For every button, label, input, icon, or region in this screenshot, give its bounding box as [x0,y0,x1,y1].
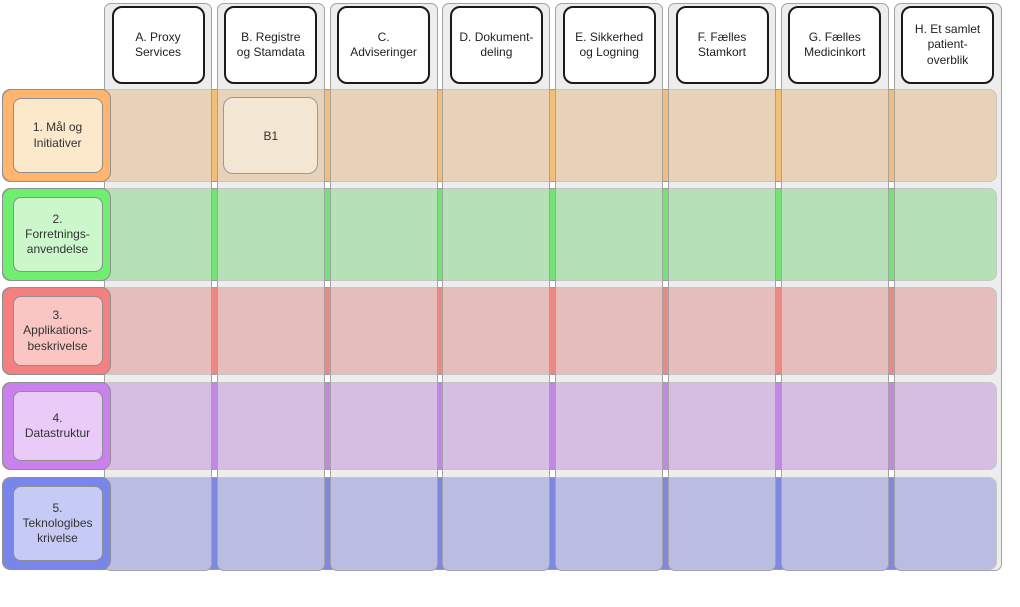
column-header-label-D: D. Dokument- deling [459,29,534,59]
column-header-C[interactable]: C. Adviseringer [337,6,431,84]
column-lane-E [555,3,664,571]
row-header-2[interactable]: 2. Forretnings- anvendelse [2,188,111,281]
row-header-1[interactable]: 1. Mål og Initiativer [2,89,111,182]
column-header-label-C: C. Adviseringer [350,29,417,59]
row-header-5[interactable]: 5. Teknologibes krivelse [2,477,111,570]
row-header-inner-5: 5. Teknologibes krivelse [12,486,103,561]
column-lane-D [442,3,551,571]
column-header-label-E: E. Sikkerhed og Logning [575,29,644,59]
column-lane-G [780,3,889,571]
cell-label-B1: B1 [263,128,279,143]
column-header-A[interactable]: A. Proxy Services [111,6,205,84]
column-header-label-B: B. Registre og Stamdata [236,29,305,59]
row-header-inner-3: 3. Applikations- beskrivelse [12,296,103,366]
row-header-label-4: 4. Datastruktur [24,410,91,440]
row-header-inner-1: 1. Mål og Initiativer [12,98,103,173]
column-lane-F [668,3,776,571]
row-header-label-2: 2. Forretnings- anvendelse [25,211,90,257]
column-header-label-A: A. Proxy Services [134,29,181,59]
column-header-H[interactable]: H. Et samlet patient- overblik [901,6,995,84]
row-header-inner-2: 2. Forretnings- anvendelse [12,197,103,272]
column-header-label-F: F. Fælles Stamkort [697,29,747,59]
column-header-label-G: G. Fælles Medicinkort [804,29,866,59]
column-lane-H [893,3,1002,571]
cell-B1[interactable]: B1 [223,97,319,174]
column-header-E[interactable]: E. Sikkerhed og Logning [562,6,656,84]
column-header-B[interactable]: B. Registre og Stamdata [224,6,318,84]
row-header-label-5: 5. Teknologibes krivelse [22,500,93,546]
column-header-F[interactable]: F. Fælles Stamkort [675,6,769,84]
column-header-G[interactable]: G. Fælles Medicinkort [788,6,882,84]
row-header-3[interactable]: 3. Applikations- beskrivelse [2,287,111,375]
column-header-D[interactable]: D. Dokument- deling [449,6,543,84]
row-header-inner-4: 4. Datastruktur [12,391,103,461]
column-lane-C [329,3,438,571]
row-header-4[interactable]: 4. Datastruktur [2,382,111,470]
row-header-label-3: 3. Applikations- beskrivelse [23,308,92,353]
column-header-label-H: H. Et samlet patient- overblik [914,22,981,67]
column-lane-A [104,3,212,571]
row-header-label-1: 1. Mål og Initiativer [32,120,83,150]
